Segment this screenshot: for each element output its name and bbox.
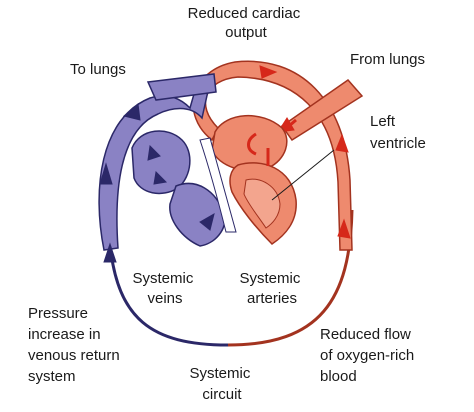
arrow-ra-1 [147,144,161,161]
venous-flow-arrows [99,103,215,263]
arrow-vein-arch [122,103,141,121]
left-heart-arrows [247,132,270,166]
label-from-lungs: From lungs [350,51,425,68]
systemic-circuit-venous-line [108,244,229,347]
label-reduced-flow: Reduced flow of oxygen-rich blood [320,326,418,385]
label-systemic-arteries: Systemic arteries [239,270,304,307]
arrow-vein-lower [103,242,117,263]
arrow-aorta-down [337,218,351,239]
pulmonary-veins [280,79,364,142]
left-ventricle-inner [243,178,281,229]
label-left-ventricle: Left ventricle [370,113,426,152]
to-lungs-artery [146,73,217,101]
arrow-aorta-side [335,133,349,153]
right-atrium [131,130,191,195]
label-pressure-increase: Pressure increase in venous return syste… [28,305,124,385]
label-reduced-cardiac-output: Reduced cardiac output [188,5,305,41]
arrow-ra-2 [153,170,168,185]
arrow-vein-up [99,162,113,185]
label-systemic-circuit: Systemic circuit [189,365,254,403]
septum [199,137,237,233]
right-ventricle [169,182,226,247]
left-ventricle-pointer [271,149,335,201]
label-to-lungs: To lungs [70,61,126,78]
arrow-aorta-top [259,65,278,79]
arrow-rv [199,212,215,231]
label-systemic-veins: Systemic veins [132,270,197,307]
